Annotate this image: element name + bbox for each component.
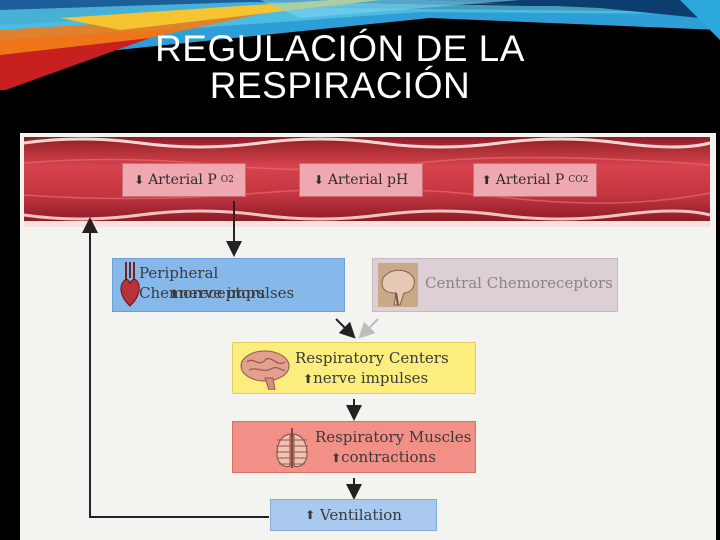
up-arrow-icon: ⬆ [305,508,315,522]
respiratory-muscles-box: Respiratory Muscles ⬆contractions [232,421,476,473]
centers-detail: ⬆nerve impulses [303,368,428,389]
arrow-peripheral-to-centers [336,319,350,333]
level-arterial-ph: ⬇ Arterial pH [299,163,423,197]
ventilation-box: ⬆ Ventilation [270,499,437,531]
brain-section-icon [378,263,418,307]
level-label: Arterial pH [328,172,408,188]
muscles-title: Respiratory Muscles [315,427,471,447]
level-label: Arterial P [148,172,217,188]
up-arrow-icon: ⬆ [331,451,341,465]
centers-detail-text: nerve impulses [313,369,428,387]
peripheral-detail-text: nerve impulses [179,284,294,302]
level-subscript: O2 [221,175,234,185]
central-chemoreceptors-box: Central Chemoreceptors [372,258,618,312]
ribcage-lungs-icon [273,426,311,470]
title-line-2: RESPIRACIÓN [140,67,540,104]
brain-icon [239,348,291,390]
up-arrow-icon: ⬆ [169,287,179,301]
peripheral-chemoreceptors-box: Peripheral Chemoreceptors ⬆nerve impulse… [112,258,345,312]
down-arrow-icon: ⬇ [134,173,144,187]
arrow-central-to-centers [364,319,378,333]
up-arrow-icon: ⬆ [482,173,492,187]
up-arrow-icon: ⬆ [303,372,313,386]
slide-title: REGULACIÓN DE LA RESPIRACIÓN [140,30,540,104]
level-arterial-po2: ⬇ Arterial P O2 [122,163,246,197]
ventilation-label: Ventilation [320,506,402,524]
regulation-diagram: ⬇ Arterial P O2 ⬇ Arterial pH ⬆ Arterial … [20,133,716,540]
title-line-1: REGULACIÓN DE LA [140,30,540,67]
heart-vessels-icon [119,262,141,308]
level-label: Arterial P [496,172,565,188]
level-subscript: CO2 [568,175,588,185]
centers-title: Respiratory Centers [295,348,449,368]
peripheral-detail: ⬆nerve impulses [169,283,294,304]
central-title: Central Chemoreceptors [425,273,613,293]
muscles-detail-text: contractions [341,448,436,466]
down-arrow-icon: ⬇ [314,173,324,187]
muscles-detail: ⬆contractions [331,447,436,468]
respiratory-centers-box: Respiratory Centers ⬆nerve impulses [232,342,476,394]
